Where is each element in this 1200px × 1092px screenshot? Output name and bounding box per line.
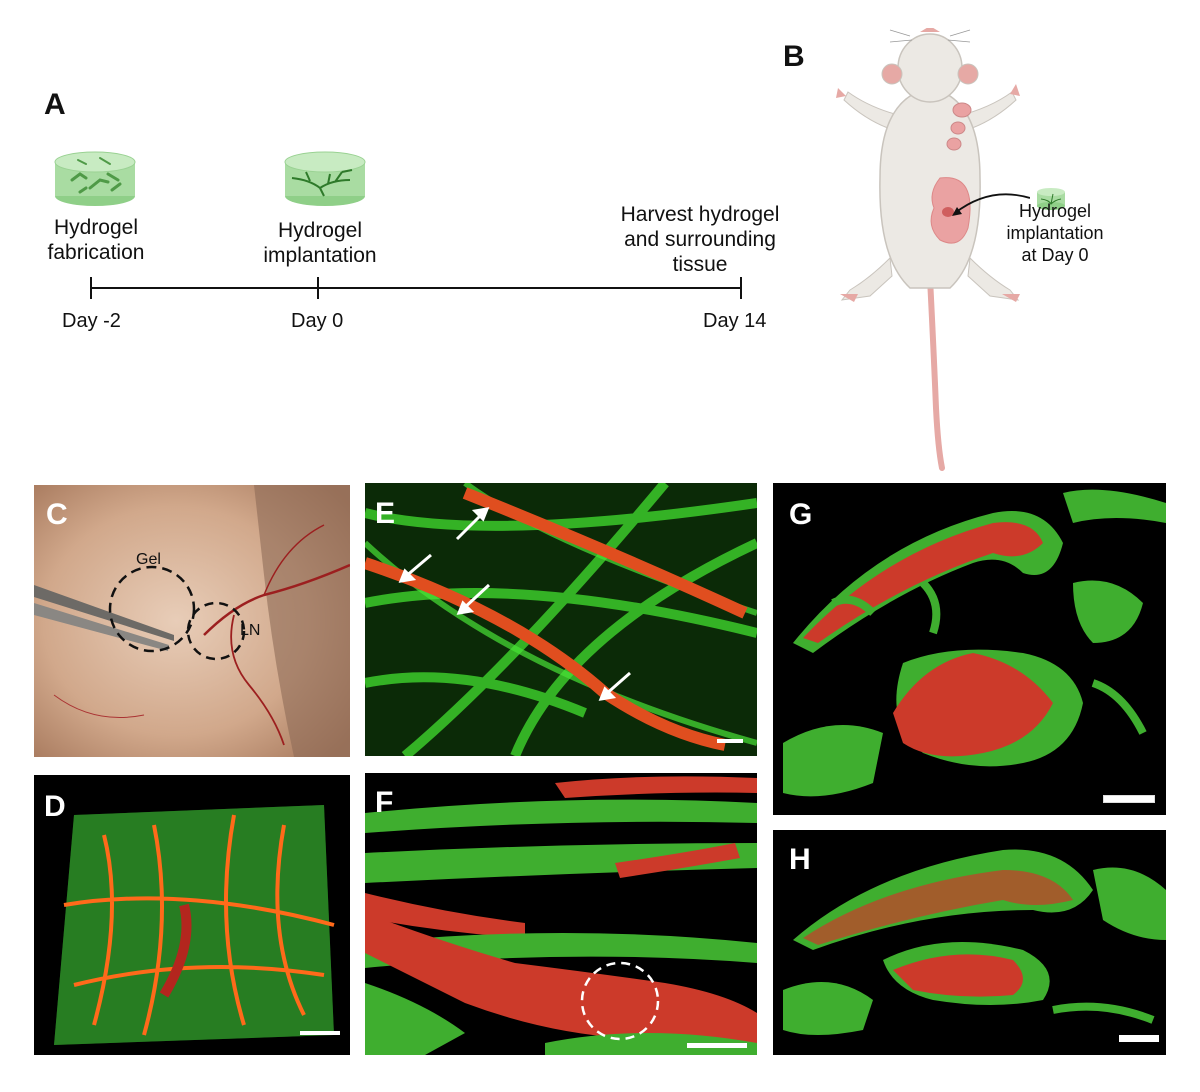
ln-label: LN (240, 622, 261, 639)
scale-bar-f (687, 1043, 747, 1048)
scale-bar-e (717, 739, 743, 743)
timeline-tick-day-0 (317, 277, 319, 299)
timeline-tick-day-14 (740, 277, 742, 299)
panel-label-e: E (375, 497, 396, 530)
panel-label-d: D (44, 790, 66, 823)
panel-h-image (773, 830, 1166, 1055)
mouse-illustration (836, 28, 1030, 471)
hydrogel-small-icon (1037, 188, 1065, 210)
panel-d-image (34, 775, 350, 1055)
timeline-axis (90, 287, 742, 289)
scale-bar-h (1119, 1035, 1159, 1042)
panel-c-photo (34, 485, 350, 757)
panel-label-b: B (783, 40, 805, 73)
day-0-label: Day 0 (291, 310, 344, 332)
panel-label-f: F (375, 786, 394, 819)
panel-label-c: C (46, 498, 68, 531)
timeline-tick-day-minus-2 (90, 277, 92, 299)
hydrogel-cells-icon (54, 151, 136, 206)
panel-e-image (365, 483, 757, 756)
panel-f-image (365, 773, 757, 1055)
panel-label-h: H (789, 843, 811, 876)
scale-bar-g (1103, 795, 1155, 803)
hydrogel-vessels-icon (284, 151, 366, 206)
panel-label-g: G (789, 498, 813, 531)
panel-g-image (773, 483, 1166, 815)
gel-label: Gel (136, 551, 161, 568)
day-14-label: Day 14 (703, 310, 767, 332)
day-minus-2-label: Day -2 (62, 310, 121, 332)
panel-label-a: A (44, 88, 66, 121)
scale-bar-d (300, 1031, 340, 1035)
